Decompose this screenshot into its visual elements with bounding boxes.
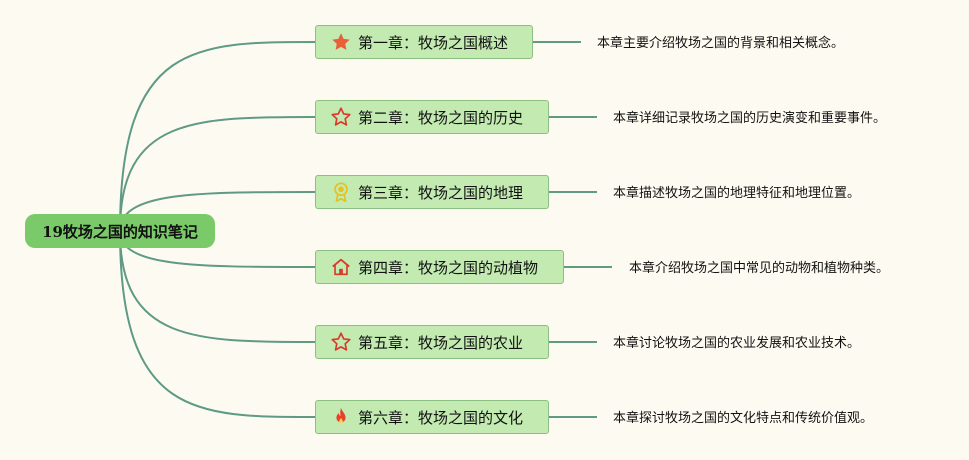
chapter-2-description: 本章详细记录牧场之国的历史演变和重要事件。 [613, 111, 887, 126]
chapter-4-label: 第四章：牧场之国的动植物 [358, 258, 539, 277]
chapter-6-description: 本章探讨牧场之国的文化特点和传统价值观。 [613, 411, 874, 426]
chapter-4-description: 本章介绍牧场之国中常见的动物和植物种类。 [629, 261, 890, 276]
chapter-3-description: 本章描述牧场之国的地理特征和地理位置。 [613, 186, 861, 201]
connector-edge-1 [119, 41, 316, 232]
chapter-2-topic[interactable]: 第二章：牧场之国的历史 [315, 100, 549, 134]
fire-icon [330, 406, 352, 428]
home-icon [330, 256, 352, 278]
star-outline-icon [330, 106, 352, 128]
chapter-5-topic[interactable]: 第五章：牧场之国的农业 [315, 325, 549, 359]
chapter-5-label: 第五章：牧场之国的农业 [358, 333, 524, 352]
chapter-3-label: 第三章：牧场之国的地理 [358, 183, 524, 202]
chapter-1-topic[interactable]: 第一章：牧场之国概述 [315, 25, 533, 59]
star-filled-icon [330, 31, 352, 53]
chapter-2-label: 第二章：牧场之国的历史 [358, 108, 524, 127]
medal-icon [330, 181, 352, 203]
connector-edge-2 [119, 116, 316, 232]
star-outline-icon [330, 331, 352, 353]
chapter-3-topic[interactable]: 第三章：牧场之国的地理 [315, 175, 549, 209]
chapter-6-topic[interactable]: 第六章：牧场之国的文化 [315, 400, 549, 434]
chapter-5-description: 本章讨论牧场之国的农业发展和农业技术。 [613, 336, 861, 351]
chapter-6-label: 第六章：牧场之国的文化 [358, 408, 524, 427]
connector-edge-5 [119, 230, 316, 343]
chapter-1-description: 本章主要介绍牧场之国的背景和相关概念。 [597, 36, 845, 51]
connector-edge-6 [119, 230, 316, 418]
chapter-1-label: 第一章：牧场之国概述 [358, 33, 509, 52]
chapter-4-topic[interactable]: 第四章：牧场之国的动植物 [315, 250, 564, 284]
root-topic[interactable]: 19牧场之国的知识笔记 [25, 214, 215, 248]
root-topic-label: 19牧场之国的知识笔记 [42, 222, 198, 241]
